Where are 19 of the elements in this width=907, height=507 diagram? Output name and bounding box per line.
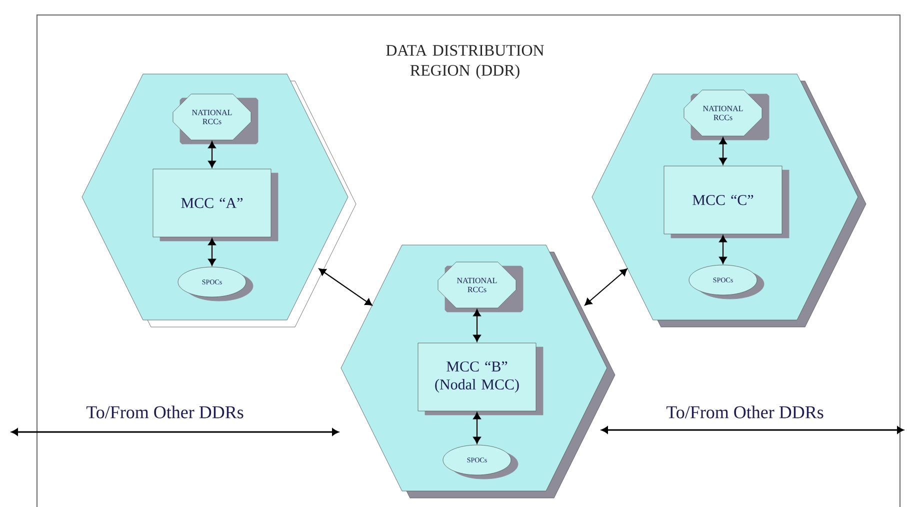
octagon-box: NATIONAL RCCs (172, 94, 258, 144)
double-arrow (601, 426, 904, 434)
octagon-box: NATIONAL RCCs (684, 90, 770, 140)
process-box: MCC “A” (152, 168, 278, 242)
process-box: MCC “B” (Nodal MCC) (418, 342, 544, 416)
double-arrow (473, 412, 481, 444)
double-arrow (719, 235, 727, 264)
double-arrow (473, 309, 481, 342)
double-arrow (318, 268, 372, 306)
double-arrow (208, 141, 216, 168)
double-arrow (719, 137, 727, 165)
process-box: MCC “C” (664, 166, 790, 238)
double-arrow (208, 238, 216, 266)
octagon-box: NATIONAL RCCs (438, 262, 524, 312)
double-arrow (11, 428, 339, 436)
title: DATA DISTRIBUTION REGION (DDR) (386, 45, 544, 79)
double-arrow (584, 268, 628, 306)
edge-label: To/From Other DDRs (666, 406, 824, 418)
edge-label: To/From Other DDRs (86, 406, 244, 418)
